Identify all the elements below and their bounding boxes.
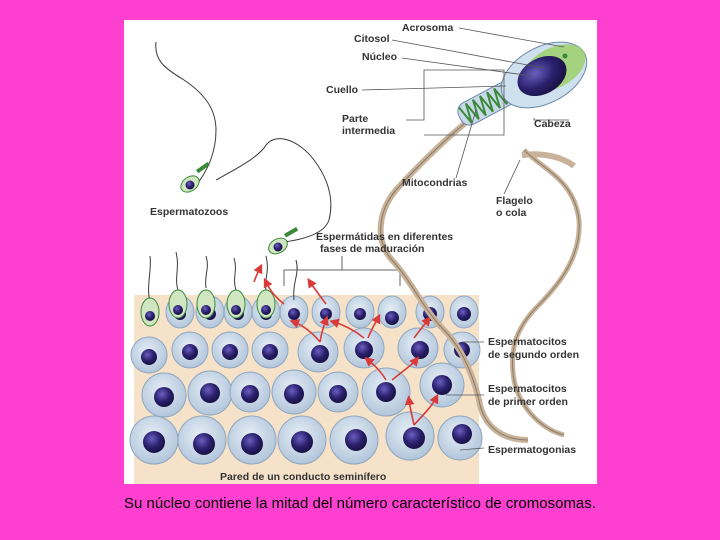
label-flagelo-2: o cola [496,207,526,219]
label-citosol: Citosol [354,33,390,45]
label-nucleo: Núcleo [362,51,397,63]
label-espermatocitos-segundo-2: de segundo orden [488,349,579,361]
label-espermatogonias: Espermatogonias [488,444,576,456]
label-cabeza: Cabeza [534,118,571,130]
label-parte-intermedia-1: Parte [342,113,368,125]
label-parte-intermedia-2: intermedia [342,125,395,137]
label-espermatocitos-segundo-1: Espermatocitos [488,336,567,348]
label-mitocondrias: Mitocondrias [402,177,467,189]
label-acrosoma: Acrosoma [402,22,453,34]
label-espermatocitos-primer-2: de primer orden [488,396,568,408]
free-spermatozoa [156,42,331,257]
caption: Su núcleo contiene la mitad del número c… [0,495,720,512]
spermatogenesis-figure: Acrosoma Citosol Núcleo Cuello Parte int… [124,20,597,484]
label-pared: Pared de un conducto seminífero [220,471,386,483]
label-cuello: Cuello [326,84,358,96]
label-flagelo-1: Flagelo [496,195,533,207]
label-espermatidas-2: fases de maduración [320,243,424,255]
label-espermatocitos-primer-1: Espermatocitos [488,383,567,395]
label-espermatidas-1: Espermátidas en diferentes [316,231,453,243]
label-espermatozoos: Espermatozoos [150,206,228,218]
spermatid-bracket [284,256,400,286]
